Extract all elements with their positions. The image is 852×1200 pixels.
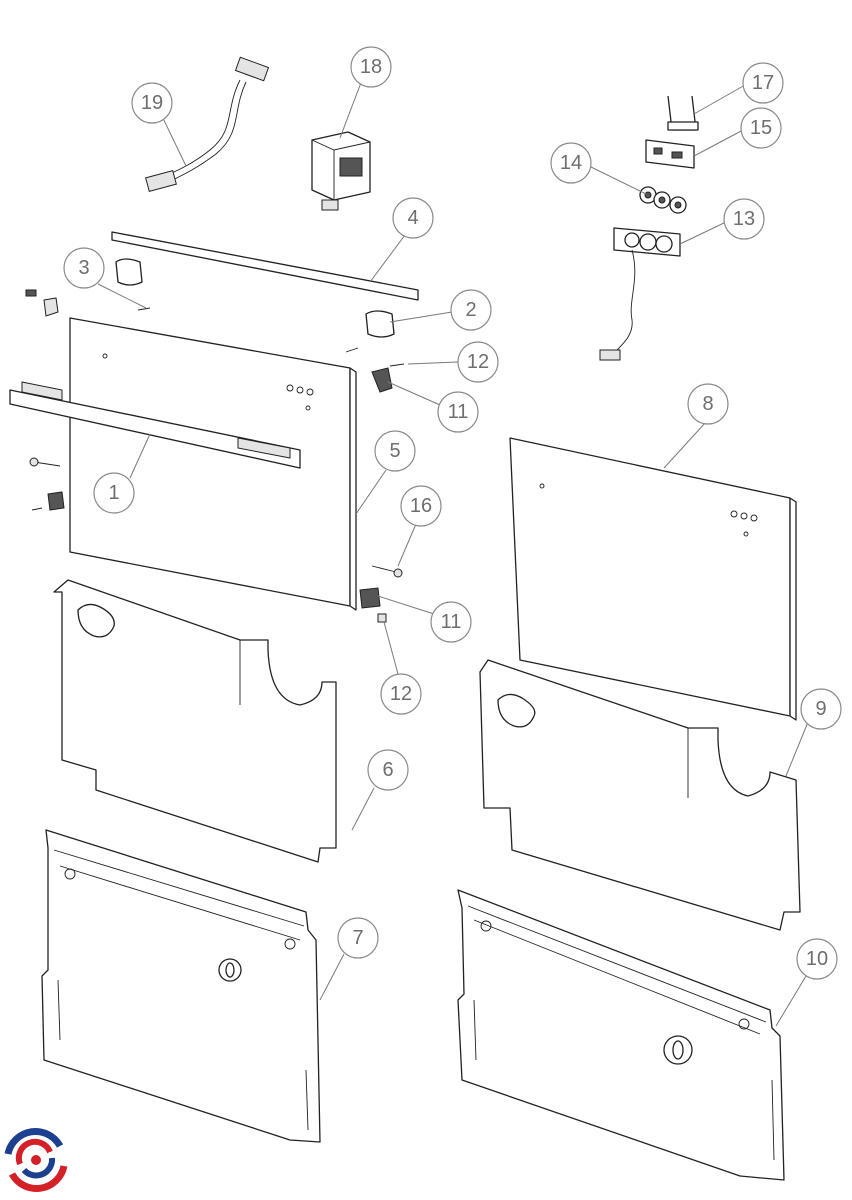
svg-text:16: 16	[410, 495, 432, 517]
hinge-lower-right	[359, 565, 403, 623]
svg-text:2: 2	[465, 299, 476, 321]
callout-11b: 11	[430, 601, 472, 643]
callout-13: 13	[723, 198, 765, 240]
svg-text:18: 18	[360, 56, 382, 78]
circuit-board-part-15	[645, 139, 695, 169]
insulation-board-right-part-9	[479, 659, 801, 931]
svg-text:3: 3	[78, 257, 89, 279]
svg-text:5: 5	[389, 440, 400, 462]
svg-text:12: 12	[390, 683, 412, 705]
svg-text:10: 10	[806, 948, 828, 970]
outer-door-panel-part-5	[69, 317, 357, 611]
svg-text:6: 6	[382, 759, 393, 781]
svg-text:9: 9	[815, 698, 826, 720]
bolt-left	[29, 457, 65, 511]
hinge-upper-right	[371, 363, 405, 393]
svg-text:14: 14	[560, 152, 582, 174]
top-trim-part-4	[111, 231, 419, 301]
svg-text:11: 11	[441, 611, 462, 633]
callout-10: 10	[796, 938, 838, 980]
callout-11a: 11	[437, 391, 479, 433]
svg-text:11: 11	[448, 401, 469, 423]
callout-12a: 12	[457, 341, 499, 383]
door-frame-right-part-10	[457, 889, 785, 1181]
callout-19: 19	[131, 82, 173, 124]
wiring-harness-part-19	[145, 56, 270, 192]
callout-17: 17	[742, 62, 784, 104]
svg-text:13: 13	[733, 208, 755, 230]
callout-1: 1	[93, 472, 135, 514]
svg-text:4: 4	[407, 207, 418, 229]
callout-9: 9	[800, 688, 842, 730]
callout-2: 2	[450, 289, 492, 331]
brand-logo-icon	[4, 1127, 68, 1193]
callout-8: 8	[687, 383, 729, 425]
svg-text:17: 17	[752, 72, 774, 94]
callout-14: 14	[550, 142, 592, 184]
callout-6: 6	[367, 749, 409, 791]
control-panel-part-13	[599, 227, 681, 361]
end-cap-right-part-2	[365, 310, 395, 338]
control-module-part-18	[311, 131, 371, 211]
svg-text:12: 12	[467, 351, 489, 373]
end-cap-left-part-3	[115, 258, 143, 286]
handle-bar-part-1	[9, 381, 301, 469]
callout-3: 3	[63, 247, 105, 289]
callout-16: 16	[400, 485, 442, 527]
callout-18: 18	[350, 46, 392, 88]
door-frame-left-part-7	[41, 829, 321, 1143]
svg-text:8: 8	[702, 393, 713, 415]
svg-text:19: 19	[141, 92, 163, 114]
knob-set-part-14	[639, 186, 687, 214]
svg-text:1: 1	[108, 482, 119, 504]
callout-12b: 12	[380, 673, 422, 715]
svg-text:15: 15	[750, 117, 772, 139]
callout-7: 7	[337, 917, 379, 959]
insulation-board-left-part-6	[53, 579, 337, 863]
callout-5: 5	[374, 430, 416, 472]
leader-lines	[97, 79, 809, 1027]
callout-4: 4	[392, 197, 434, 239]
bracket-part-17	[667, 95, 699, 131]
svg-text:7: 7	[352, 927, 363, 949]
hinge-clips-left	[25, 289, 359, 353]
inner-panel-part-8	[509, 437, 797, 721]
callout-15: 15	[740, 107, 782, 149]
